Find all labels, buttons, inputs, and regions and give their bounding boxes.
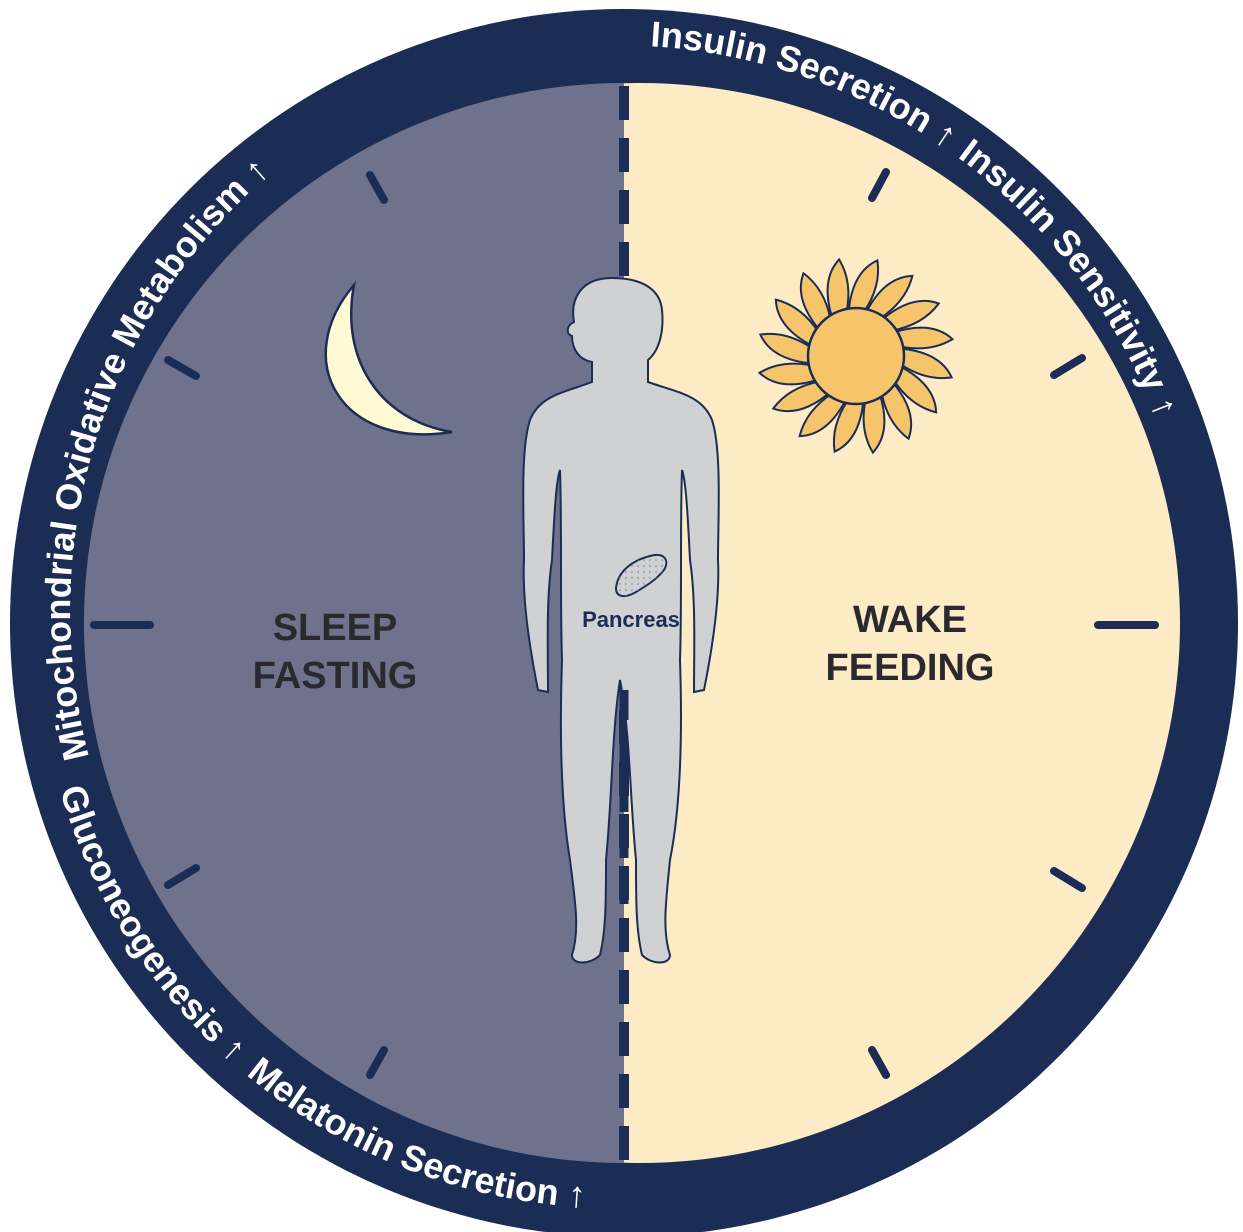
pancreas-label: Pancreas: [582, 607, 680, 632]
feeding-label: FEEDING: [826, 647, 995, 689]
sleep-label: SLEEP: [273, 607, 398, 649]
fasting-label: FASTING: [253, 655, 418, 697]
increase-arrow-icon: ↑: [567, 1173, 588, 1215]
wake-label: WAKE: [853, 599, 967, 641]
